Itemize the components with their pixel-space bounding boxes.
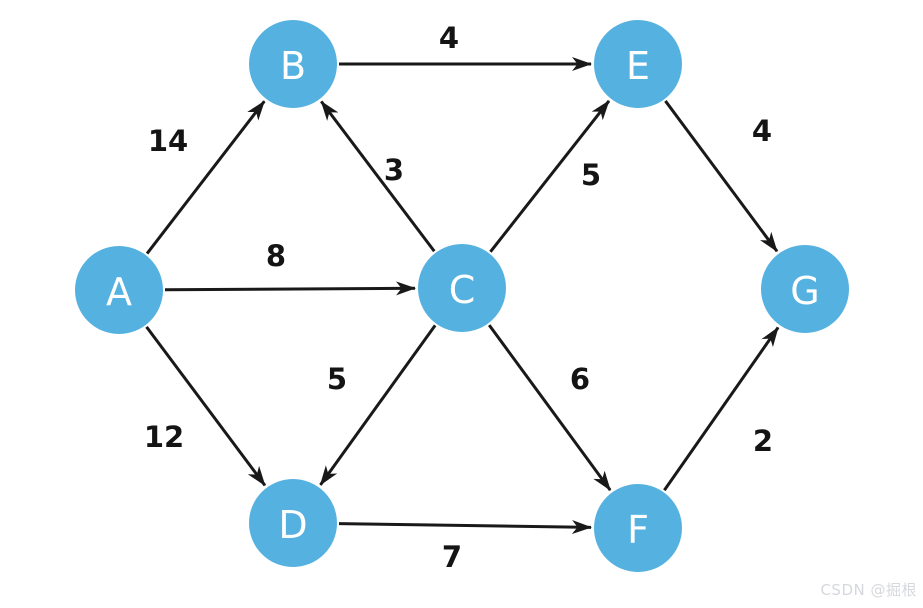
node-E: E	[594, 20, 682, 108]
edge-A-C: 8	[164, 239, 417, 296]
node-label: B	[280, 44, 306, 88]
edge-weight-C-E: 5	[581, 158, 601, 192]
edge-D-F: 7	[338, 520, 593, 574]
node-A: A	[75, 246, 163, 334]
edge-A-B: 14	[145, 100, 266, 255]
edge-C-B: 3	[320, 100, 436, 253]
edge-weight-A-C: 8	[266, 239, 286, 273]
edge-C-E: 5	[489, 100, 611, 253]
edge-line	[489, 100, 611, 253]
edge-C-F: 6	[487, 324, 612, 491]
edge-E-G: 4	[664, 100, 779, 253]
node-C: C	[418, 244, 506, 332]
node-circle	[249, 20, 337, 108]
node-F: F	[594, 484, 682, 572]
edge-A-D: 12	[144, 325, 267, 487]
node-B: B	[249, 20, 337, 108]
node-label: D	[278, 503, 307, 547]
edge-C-D: 5	[319, 324, 437, 486]
node-circle	[249, 479, 337, 567]
node-G: G	[761, 245, 849, 333]
edge-line	[664, 100, 779, 253]
node-label: C	[449, 268, 476, 312]
edge-weight-A-B: 14	[148, 124, 188, 158]
edge-line	[164, 281, 417, 296]
node-label: E	[626, 44, 650, 88]
node-D: D	[249, 479, 337, 567]
node-circle	[75, 246, 163, 334]
edge-weight-B-E: 4	[439, 21, 459, 55]
edge-line	[338, 520, 593, 535]
edge-weight-C-D: 5	[327, 362, 347, 396]
edge-line	[145, 100, 266, 255]
edge-weight-C-F: 6	[570, 362, 590, 396]
node-label: G	[790, 269, 819, 313]
node-label: F	[627, 508, 649, 552]
node-label: A	[106, 270, 132, 314]
edge-B-E: 4	[339, 21, 592, 71]
edge-line	[487, 324, 612, 491]
node-circle	[418, 244, 506, 332]
edge-weight-A-D: 12	[144, 420, 184, 454]
edge-weight-E-G: 4	[752, 114, 772, 148]
edge-line	[320, 100, 436, 253]
edge-line	[663, 326, 780, 492]
edge-weight-F-G: 2	[753, 424, 773, 458]
edge-weight-D-F: 7	[442, 540, 462, 574]
watermark: CSDN @掘根	[820, 581, 917, 599]
edge-line	[319, 324, 437, 486]
edge-F-G: 2	[663, 326, 780, 492]
edge-weight-C-B: 3	[384, 153, 404, 187]
node-circle	[594, 484, 682, 572]
node-circle	[761, 245, 849, 333]
edge-line	[145, 325, 267, 487]
node-circle	[594, 20, 682, 108]
